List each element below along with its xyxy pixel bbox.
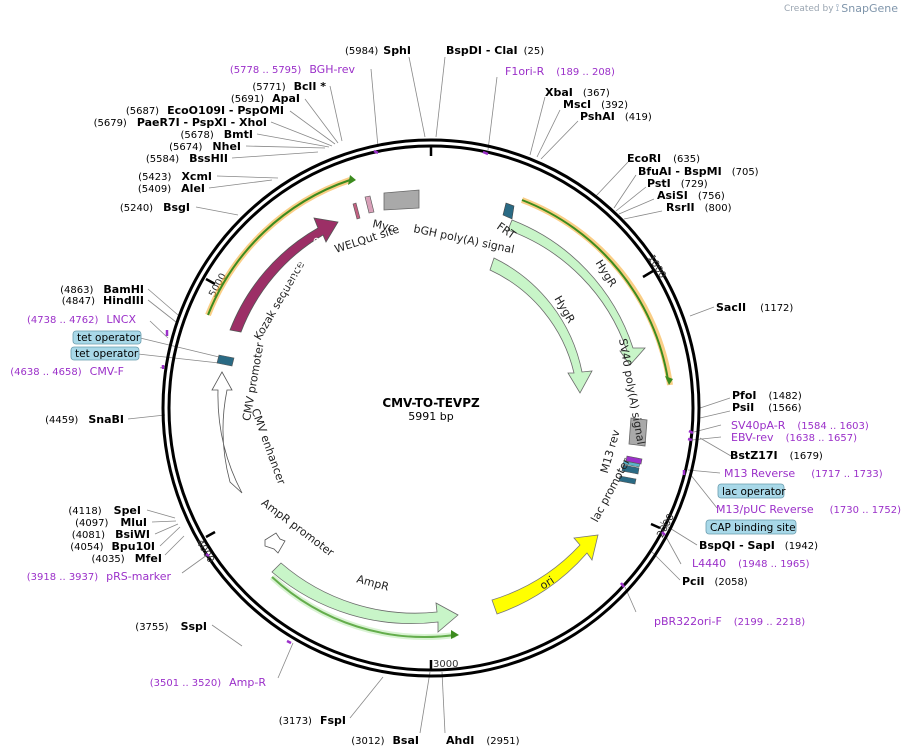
enzyme-pcii: PciI(2058) <box>682 575 748 588</box>
lacp-box <box>621 464 640 475</box>
enzyme-snabi: (4459)SnaBI <box>45 413 124 426</box>
primer-ebv-rev: EBV-rev(1638 .. 1657) <box>731 431 857 444</box>
primer-l4440: L4440(1948 .. 1965) <box>692 557 810 570</box>
label-welq: WELQut site <box>333 223 401 256</box>
lacop-box <box>622 460 641 468</box>
enzyme-paer7i-pspxi-xhoi: (5679)PaeR7I - PspXI - XhoI <box>94 116 267 129</box>
enzyme-bfuai-bspmi: BfuAI - BspMI(705) <box>638 165 759 178</box>
ori-arrow <box>491 534 599 615</box>
label-ampr: AmpR <box>355 573 390 594</box>
boxed-labels: lac operator CAP binding site tet operat… <box>70 330 797 535</box>
cap-box <box>618 475 637 485</box>
enzyme-alei: (5409)AleI <box>138 182 205 195</box>
primer-lncx: (4738 .. 4762)LNCX <box>27 313 136 326</box>
enzyme-psii: PsiI(1566) <box>732 401 802 414</box>
cmv-operator-box <box>216 354 235 367</box>
primer-sites <box>161 149 694 645</box>
primer-labels: (5778 .. 5795)BGH-rev F1ori-R(189 .. 208… <box>10 63 901 689</box>
enzyme-bsgi: (5240)BsgI <box>120 201 190 214</box>
enzyme-spei: (4118)SpeI <box>68 504 141 517</box>
primer-prs-marker: (3918 .. 3937)pRS-marker <box>27 570 172 583</box>
label-tet-operator-2: tet operator <box>75 348 139 360</box>
enzyme-sphi: (5984)SphI <box>345 44 411 57</box>
ampr-arrow <box>271 562 459 633</box>
bgh-polya-box <box>383 189 420 211</box>
enzyme-hindiii: (4847)HindIII <box>62 294 144 307</box>
enzyme-mlui: (4097)MluI <box>75 516 147 529</box>
plasmid-size: 5991 bp <box>408 410 453 423</box>
enzyme-mfei: (4035)MfeI <box>91 552 162 565</box>
enzyme-bmti: (5678)BmtI <box>181 128 253 141</box>
tick-3000: 3000 <box>433 659 458 670</box>
enzyme-pfoi: PfoI(1482) <box>732 389 802 402</box>
enzyme-apai: (5691)ApaI <box>231 92 300 105</box>
enzyme-msci: MscI(392) <box>563 98 628 111</box>
enzyme-bsiwi: (4081)BsiWI <box>72 528 150 541</box>
credit-brand: SnapGene <box>841 2 898 15</box>
amprp-arrow <box>264 532 286 554</box>
primer-f1ori-r: F1ori-R(189 .. 208) <box>505 65 615 78</box>
label-lac-operator: lac operator <box>722 486 786 498</box>
hygr-inner-arrow <box>489 257 593 394</box>
enzyme-ecori: EcoRI(635) <box>627 152 700 165</box>
feature-arrows <box>205 175 673 640</box>
enzyme-bsai: (3012)BsaI <box>351 734 419 747</box>
label-myc: Myc <box>371 217 395 234</box>
tev-arrow <box>229 217 339 333</box>
enzyme-ecoo109i-pspomi: (5687)EcoO109I - PspOMI <box>126 104 284 117</box>
label-cap-binding-site: CAP binding site <box>710 522 796 534</box>
enzyme-xcmi: (5423)XcmI <box>138 170 212 183</box>
enzyme-psti: PstI(729) <box>647 177 708 190</box>
primer-m13-reverse: M13 Reverse(1717 .. 1733) <box>724 467 883 480</box>
enzyme-sacii: SacII(1172) <box>716 301 793 314</box>
enzyme-fspi: (3173)FspI <box>279 714 346 727</box>
enzyme-xbai: XbaI(367) <box>545 86 610 99</box>
snapgene-logo-icon: ⟟ <box>835 3 840 14</box>
primer-sv40pa-r: SV40pA-R(1584 .. 1603) <box>731 419 869 432</box>
credit-prefix: Created by <box>784 3 834 14</box>
leader-lines <box>127 56 732 734</box>
enzyme-asisi: AsiSI(756) <box>657 189 725 202</box>
enzyme-bpu10i: (4054)Bpu10I <box>70 540 155 553</box>
primer-bgh-rev: (5778 .. 5795)BGH-rev <box>230 63 356 76</box>
enzyme-rsrii: RsrII(800) <box>666 201 732 214</box>
primer-pbr322ori-f: pBR322ori-F(2199 .. 2218) <box>654 615 805 628</box>
ampr-outline <box>271 576 456 638</box>
tick-1000: 1000 <box>645 253 668 280</box>
enzyme-ahdi: AhdI(2951) <box>446 734 520 747</box>
enzyme-bcli: (5771)BclI * <box>252 80 326 93</box>
enzyme-labels: (5984)SphI BspDI - ClaI(25) XbaI(367) Ms… <box>45 44 823 747</box>
primer-m13-puc-reverse: M13/pUC Reverse(1730 .. 1752) <box>716 503 901 516</box>
m13rev-arrow <box>625 455 643 465</box>
welq-arrow <box>352 202 361 220</box>
label-tet-operator-1: tet operator <box>77 332 141 344</box>
frt-arrow <box>502 202 515 220</box>
tick-2000: 2000 <box>655 512 677 540</box>
hygr-outer-arrow <box>507 219 646 366</box>
enzyme-nhei: (5674)NheI <box>169 140 241 153</box>
myc-arrow <box>364 195 375 214</box>
plasmid-name: CMV-TO-TEVPZ <box>382 396 480 410</box>
enzyme-sspi: (3755)SspI <box>135 620 207 633</box>
snapgene-credit: Created by ⟟ SnapGene <box>784 2 898 15</box>
primer-amp-r: (3501 .. 3520)Amp-R <box>150 676 267 689</box>
enzyme-bspdi-clai: BspDI - ClaI(25) <box>446 44 544 57</box>
label-cmve: CMV enhancer <box>248 407 288 487</box>
enzyme-pshai: PshAI(419) <box>580 110 652 123</box>
plasmid-center: CMV-TO-TEVPZ 5991 bp <box>382 396 480 423</box>
enzyme-bamhi: (4863)BamHI <box>60 283 144 296</box>
enzyme-bstz17i: BstZ17I(1679) <box>730 449 823 462</box>
tick-marks <box>205 145 661 671</box>
label-amprp: AmpR promoter <box>259 496 337 559</box>
sv40-box <box>628 417 648 447</box>
enzyme-bspqi-sapi: BspQI - SapI(1942) <box>699 539 818 552</box>
enzyme-bsshii: (5584)BssHII <box>146 152 228 165</box>
primer-cmv-f: (4638 .. 4658)CMV-F <box>10 365 124 378</box>
cmv-enhancer-arrow <box>211 371 243 494</box>
